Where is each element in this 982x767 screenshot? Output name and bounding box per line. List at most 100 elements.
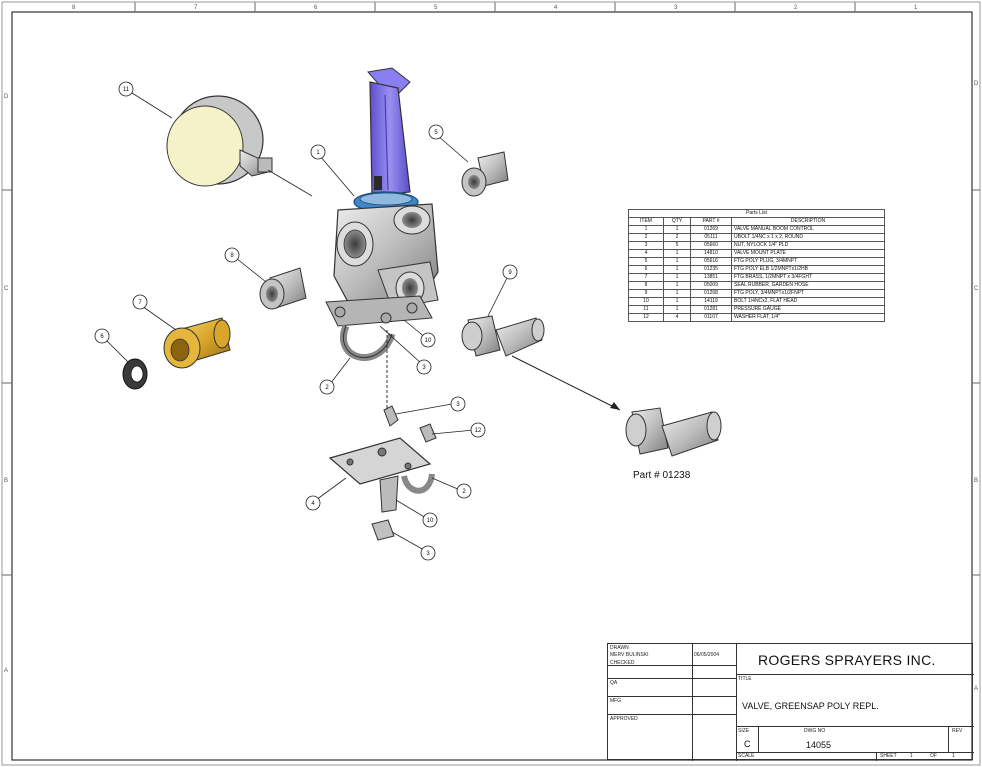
mount-plate-part (328, 330, 437, 541)
parts-list-cell: BOLT 1/4NCx2, FLAT HEAD (731, 297, 885, 306)
balloon-label: 3 (456, 402, 460, 408)
parts-list-cell: 1 (663, 305, 691, 314)
zone-label: 2 (794, 5, 798, 11)
balloon-label: 6 (100, 334, 104, 340)
leader-lines (103, 92, 509, 551)
parts-list-cell: 1 (663, 273, 691, 282)
parts-list-cell: 2 (628, 233, 664, 242)
title-label: TITLE (738, 676, 752, 682)
parts-list-table: Parts List ITEM QTY PART # DESCRIPTION 1… (628, 209, 885, 322)
sheet-number: 1 (910, 753, 913, 759)
dwg-no-label: DWG NO (804, 728, 826, 734)
parts-list-cell: 2 (663, 233, 691, 242)
poly-elbow-part (461, 315, 545, 357)
column-header: DESCRIPTION (731, 217, 885, 226)
parts-list-cell: SEAL RUBBER, GARDEN HOSE (731, 281, 885, 290)
scale-label: SCALE (738, 753, 755, 759)
parts-list-cell: 7 (628, 273, 664, 282)
parts-list-cell: 14119 (690, 297, 732, 306)
drawing-number: 14055 (806, 740, 832, 750)
parts-list-cell: 05111 (690, 233, 732, 242)
drawn-date: 06/05/2004 (694, 652, 720, 658)
parts-list-header-row: ITEM QTY PART # DESCRIPTION (628, 217, 885, 226)
parts-list-cell: 1 (628, 225, 664, 234)
callout-arrow-line (511, 355, 621, 411)
parts-list-cell: 13851 (690, 273, 732, 282)
zone-label: 4 (554, 5, 558, 11)
balloon-label: 10 (427, 518, 434, 524)
mfg-label: MFG (610, 698, 622, 704)
column-header: QTY (663, 217, 691, 226)
drawn-by: MERV BULINSKI (610, 652, 649, 658)
zone-label: C (974, 286, 979, 292)
balloon-label: 7 (138, 300, 142, 306)
balloon-label: 2 (325, 385, 329, 391)
parts-list-cell: 10 (628, 297, 664, 306)
parts-list-cell: 05616 (690, 257, 732, 266)
size-label: SIZE (738, 728, 750, 734)
rubber-seal-part (122, 358, 148, 390)
poly-plug-part (461, 151, 509, 197)
elbow-callout-part (625, 407, 722, 457)
parts-list-cell: 14810 (690, 249, 732, 258)
zone-label: A (974, 686, 978, 692)
sheet-total: 1 (952, 753, 955, 759)
zone-label: 5 (434, 5, 438, 11)
parts-list-cell: 1 (663, 249, 691, 258)
approved-label: APPROVED (610, 716, 638, 722)
rev-label: REV (952, 728, 963, 734)
pressure-gauge-part (166, 95, 273, 187)
zone-label: 6 (314, 5, 318, 11)
balloon-label: 4 (311, 501, 315, 507)
parts-list-cell: UBOLT 1/4NC x 1 x 2, ROUND (731, 233, 885, 242)
valve-body-part (325, 203, 439, 361)
company-name: ROGERS SPRAYERS INC. (758, 652, 936, 668)
drawn-label: DRAWN (610, 645, 629, 651)
parts-list-cell: 4 (628, 249, 664, 258)
item-balloons (94, 81, 518, 561)
balloon-labels: 11 1 5 8 7 6 9 10 3 2 3 12 2 4 10 3 (100, 87, 512, 557)
balloon-label: 1 (316, 150, 320, 156)
parts-list-cell: FTG POLY ELB 1/2MNPTx1/2HB (731, 265, 885, 274)
balloon-label: 2 (462, 489, 466, 495)
drawing-size: C (744, 739, 751, 749)
sheet-label: SHEET (880, 753, 897, 759)
parts-list-cell: VALVE MOUNT PLATE (731, 249, 885, 258)
parts-list-cell: NUT, NYLOCK 1/4" PLD (731, 241, 885, 250)
of-label: OF (930, 753, 937, 759)
parts-list-cell: FTG POLY, 3/4MNPTx1/2FNPT (731, 289, 885, 298)
checked-label: CHECKED (610, 660, 635, 666)
parts-list-cell: 3 (628, 241, 664, 250)
zone-label: C (4, 286, 9, 292)
balloon-label: 12 (475, 428, 482, 434)
parts-list-cell: 05660 (690, 241, 732, 250)
zone-label: B (974, 478, 978, 484)
parts-list-cell: 4 (663, 313, 691, 322)
balloon-label: 11 (123, 87, 130, 93)
balloon-label: 3 (422, 365, 426, 371)
parts-list-cell: 01107 (690, 313, 732, 322)
parts-list-cell: FTG POLY PLUG, 3/4MNPT (731, 257, 885, 266)
zone-label: B (4, 478, 8, 484)
parts-list-cell: 01268 (690, 289, 732, 298)
parts-list-cell: 8 (628, 281, 664, 290)
parts-list-cell: 05009 (690, 281, 732, 290)
poly-adapter-part (259, 267, 307, 310)
parts-list-cell: 12 (628, 313, 664, 322)
parts-list-cell: 5 (663, 241, 691, 250)
part-number-callout: Part # 01238 (633, 470, 691, 481)
parts-list-cell: 1 (663, 297, 691, 306)
parts-list-cell: 1 (663, 257, 691, 266)
zone-ticks (2, 2, 980, 576)
drawing-title: VALVE, GREENSAP POLY REPL. (742, 701, 879, 711)
